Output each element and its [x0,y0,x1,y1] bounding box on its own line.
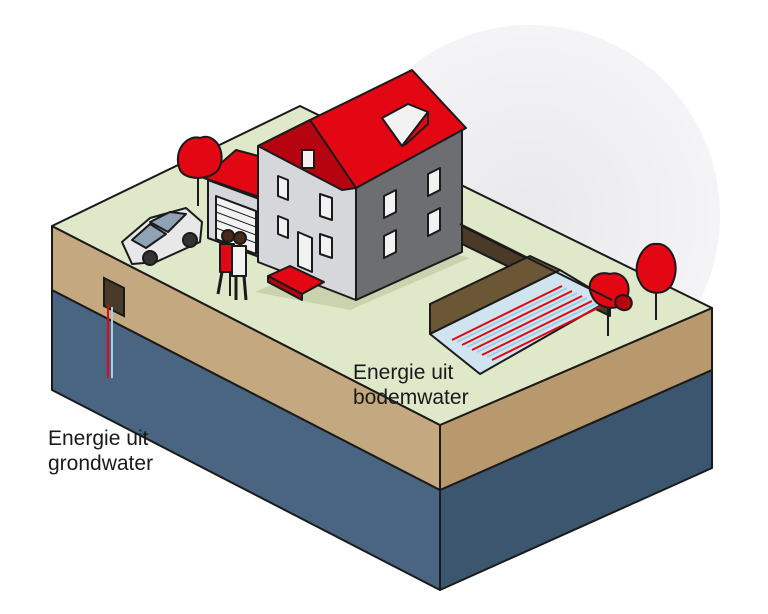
fence [459,223,613,301]
front-door [297,231,313,273]
label-grond-line2: grondwater [48,452,154,475]
couple [216,229,248,301]
label-energy-from-groundwater: Energie uit grondwater [48,426,153,476]
car [121,207,203,266]
label-bodem-line1: Energie uit [353,361,454,384]
trees [177,135,677,336]
pond-pipe-coils [451,285,603,361]
groundwater-well [103,276,125,378]
label-bodem-line2: bodemwater [353,386,469,409]
label-energy-from-surface-water: Energie uit bodemwater [353,360,469,410]
label-grond-line1: Energie uit [48,427,149,450]
